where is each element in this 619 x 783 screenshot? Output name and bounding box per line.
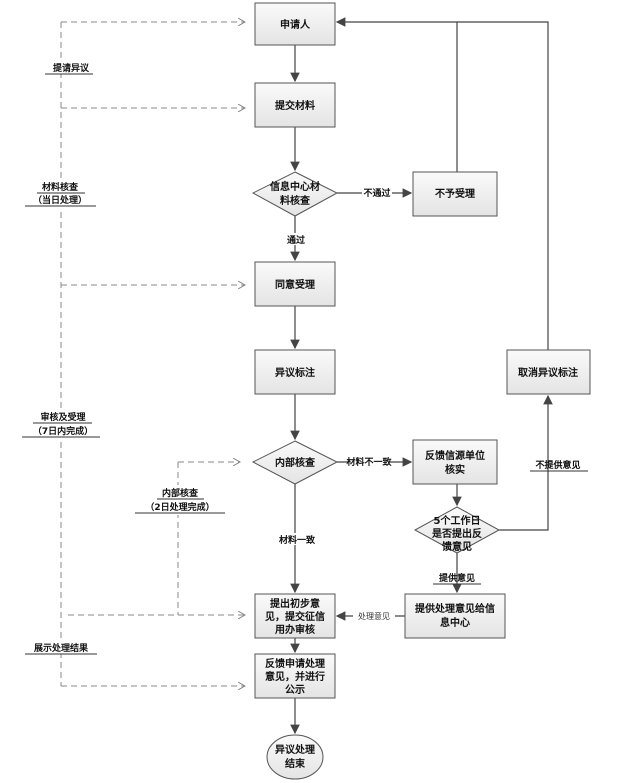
stage-review-time: （7日内完成）: [33, 425, 93, 437]
stage-show-result: 展示处理结果: [34, 642, 89, 654]
svg-text:内部核查: 内部核查: [275, 456, 316, 469]
edge-label-pass: 通过: [287, 234, 305, 246]
edge-label-inconsistent: 材料不一致: [345, 456, 392, 468]
svg-text:5个工作日: 5个工作日: [434, 514, 481, 527]
svg-text:同意受理: 同意受理: [275, 278, 315, 291]
edge-label-opinion: 处理意见: [358, 611, 390, 621]
svg-text:不予受理: 不予受理: [435, 187, 475, 200]
edge-label-fail: 不通过: [363, 187, 390, 199]
stage-lines: [60, 22, 245, 686]
svg-text:反馈申请处理: 反馈申请处理: [265, 657, 325, 670]
svg-text:是否提出反: 是否提出反: [431, 527, 482, 540]
svg-text:意见，并进行: 意见，并进行: [265, 670, 325, 683]
edge-label-no-opinion: 不提供意见: [535, 459, 580, 471]
svg-text:馈意见: 馈意见: [441, 540, 472, 553]
stage-review: 审核及受理: [40, 411, 85, 423]
svg-text:公示: 公示: [285, 684, 305, 696]
svg-text:取消异议标注: 取消异议标注: [518, 366, 578, 379]
stage-raise: 提请异议: [53, 62, 90, 74]
node-submit: 提交材料: [254, 82, 336, 128]
stage-internal-check: 内部核查: [162, 487, 199, 499]
svg-text:异议标注: 异议标注: [275, 366, 315, 379]
svg-text:料核查: 料核查: [280, 194, 311, 207]
svg-text:提交材料: 提交材料: [275, 99, 315, 112]
svg-text:见，提交征信: 见，提交征信: [265, 610, 325, 623]
node-reject: 不予受理: [412, 171, 498, 217]
svg-text:反馈信源单位: 反馈信源单位: [425, 449, 485, 462]
svg-text:提供处理意见给信: 提供处理意见给信: [415, 602, 495, 615]
svg-text:核实: 核实: [445, 463, 465, 476]
stage-material-check-time: （当日处理）: [33, 194, 87, 206]
edge-label-consistent: 材料一致: [278, 534, 316, 546]
svg-text:用办审核: 用办审核: [274, 623, 315, 636]
svg-text:结束: 结束: [285, 757, 306, 770]
svg-text:息中心: 息中心: [440, 616, 470, 629]
edge-label-has-opinion: 提供意见: [439, 572, 475, 584]
svg-text:异议处理: 异议处理: [275, 743, 315, 756]
svg-text:提出初步意: 提出初步意: [270, 597, 320, 610]
stage-labels: 提请异议 材料核查 （当日处理） 审核及受理 （7日内完成） 内部核查 （2日处…: [22, 60, 226, 655]
node-accept: 同意受理: [254, 261, 336, 307]
svg-text:申请人: 申请人: [280, 18, 311, 31]
node-mark: 异议标注: [254, 349, 336, 395]
node-cancel-mark: 取消异议标注: [506, 349, 591, 395]
stage-material-check: 材料核查: [41, 181, 79, 193]
stage-internal-check-time: （2日处理完成）: [145, 501, 214, 513]
svg-text:信息中心材: 信息中心材: [270, 180, 320, 193]
node-internal: 内部核查: [251, 440, 339, 485]
node-applicant: 申请人: [254, 2, 336, 46]
